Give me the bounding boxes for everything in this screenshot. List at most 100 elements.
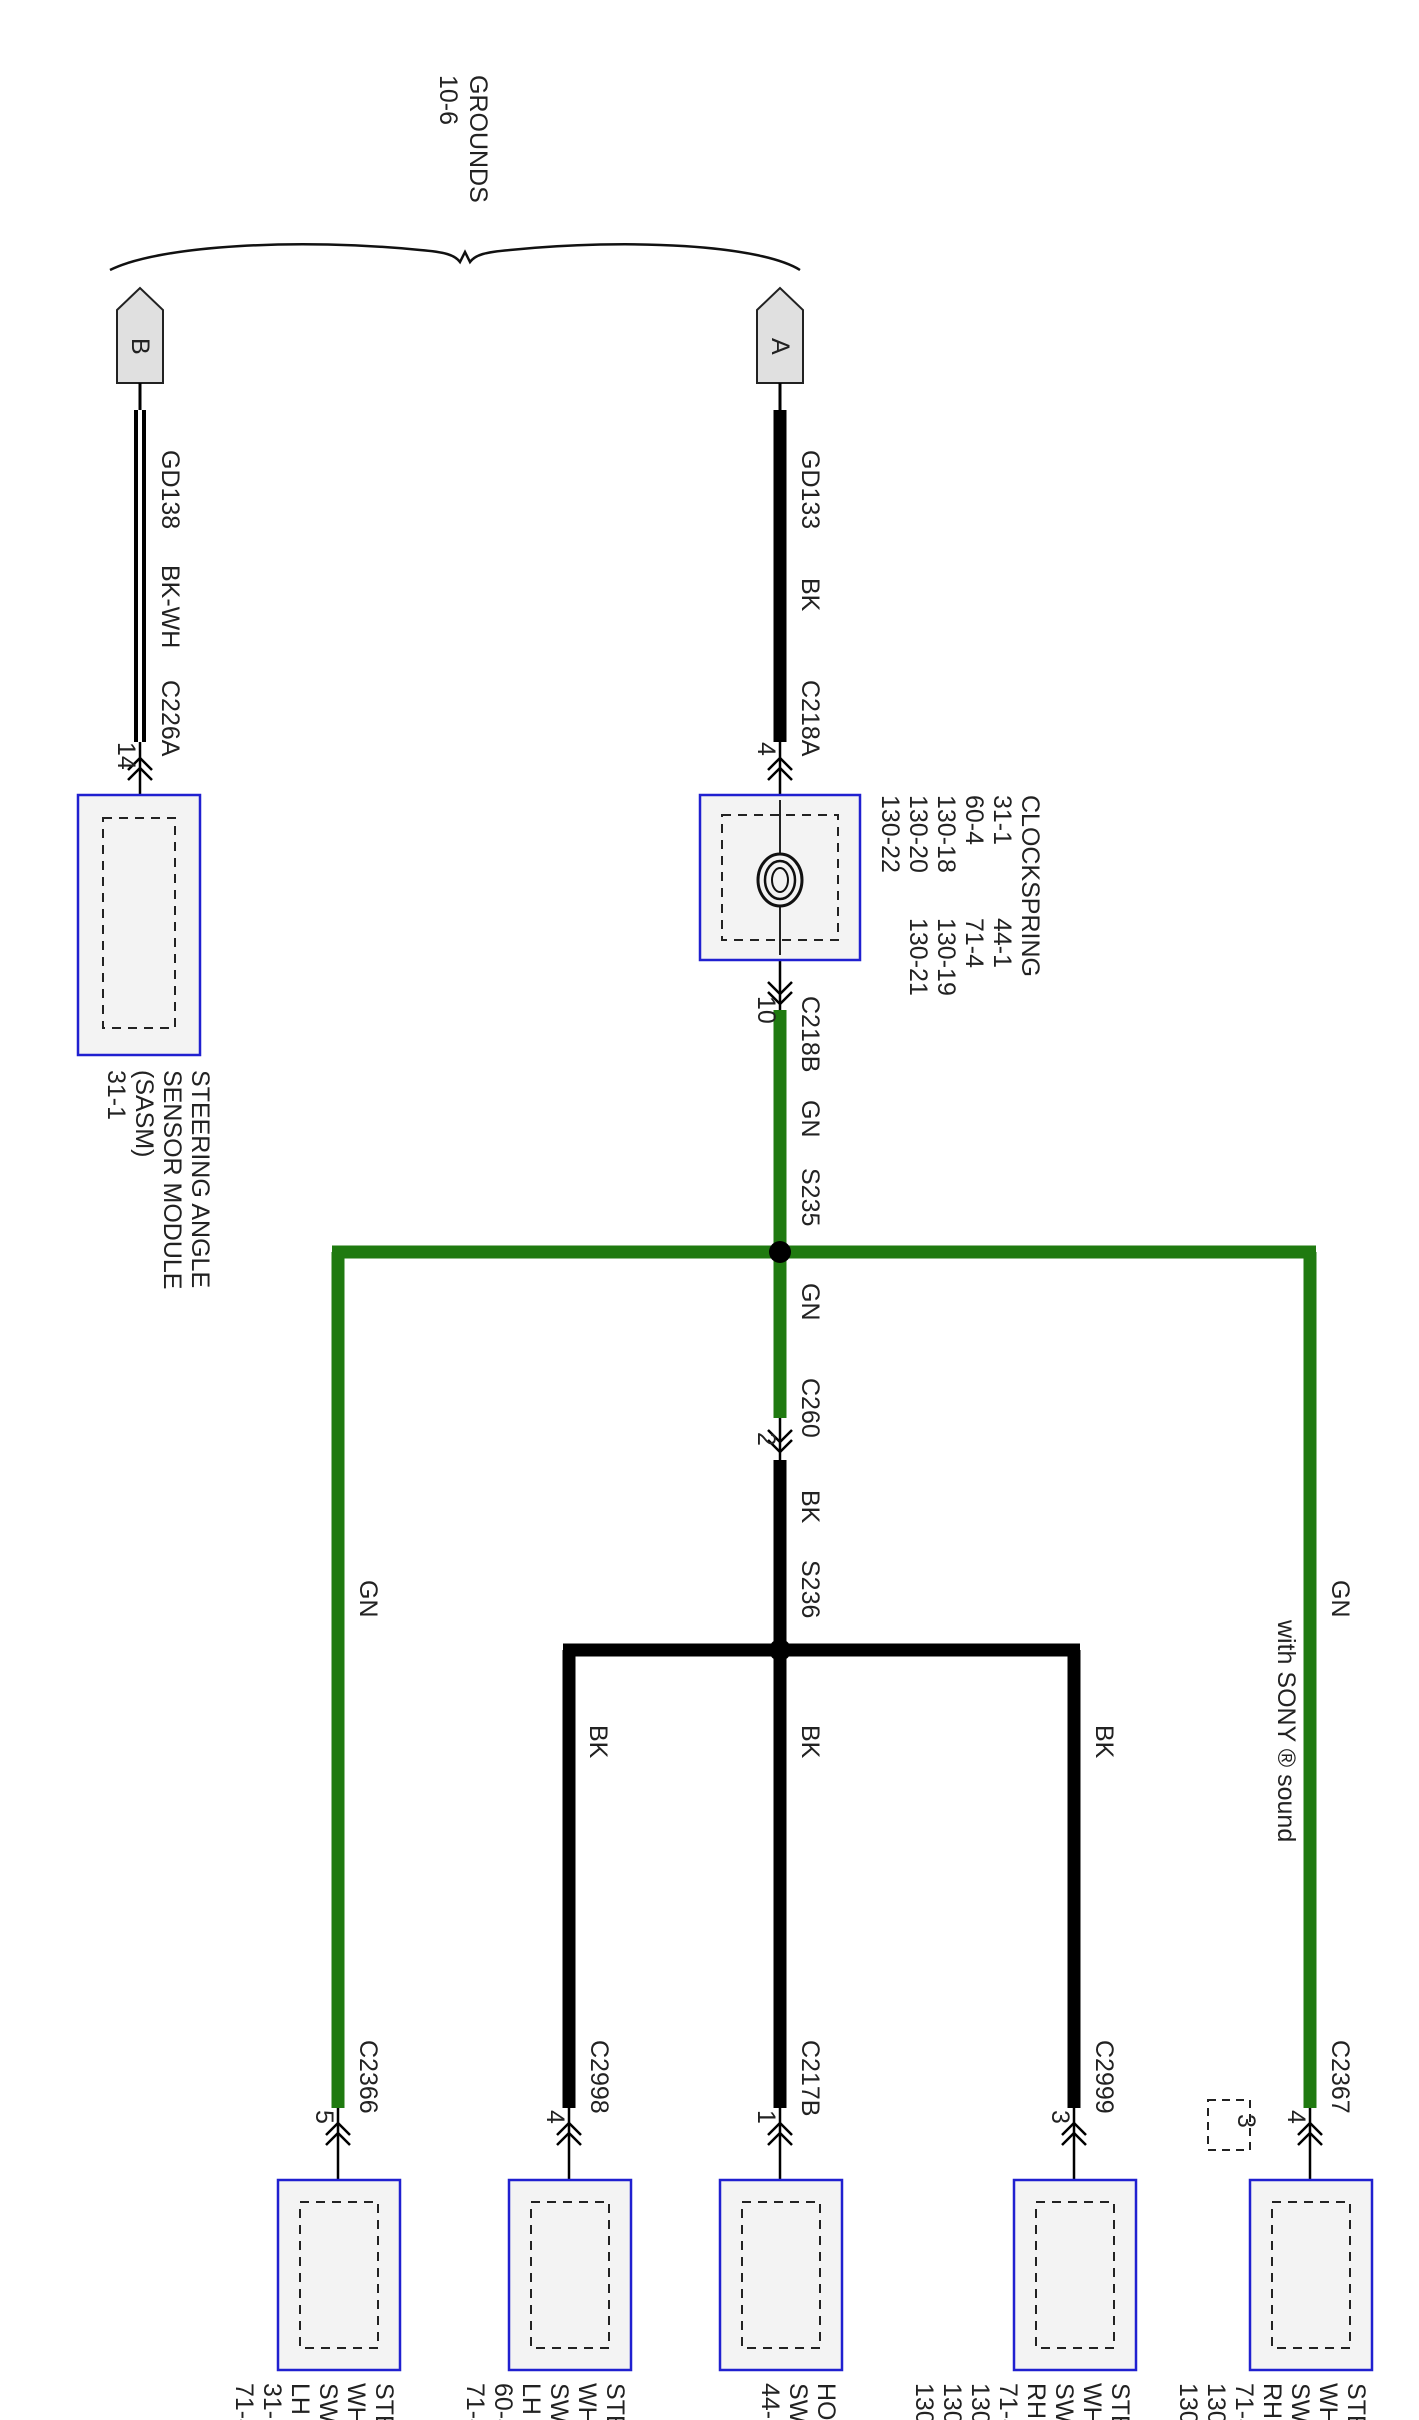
svg-text:RH UPPER: RH UPPER <box>1022 2383 1050 2420</box>
svg-text:44-1: 44-1 <box>756 2383 784 2420</box>
svg-text:71-4: 71-4 <box>230 2383 258 2420</box>
c2999-color-label: BK <box>1090 1725 1118 1759</box>
lh-upper-label: STEERING WHEEL SWITCH, LH UPPER 60-4 71-… <box>461 2383 629 2420</box>
clockspring-name: CLOCKSPRING <box>1016 795 1044 977</box>
connector-chevrons <box>127 742 1323 2190</box>
c218a-name: C218A <box>796 680 824 757</box>
svg-text:WHEEL: WHEEL <box>1314 2383 1342 2420</box>
svg-text:SWITCH,: SWITCH, <box>1050 2383 1078 2420</box>
svg-text:STEERING: STEERING <box>1106 2383 1134 2420</box>
svg-text:130-18: 130-18 <box>932 795 960 873</box>
svg-text:130-20: 130-20 <box>904 795 932 873</box>
c217b-name: C217B <box>796 2040 824 2116</box>
ground-tab-a-label: A <box>766 338 794 355</box>
svg-text:LH LOWER: LH LOWER <box>286 2383 314 2420</box>
c217b-color-label: BK <box>796 1725 824 1759</box>
svg-text:31-1: 31-1 <box>102 1070 130 1120</box>
ground-tab-b <box>116 286 164 384</box>
svg-text:SWITCH,: SWITCH, <box>314 2383 342 2420</box>
clockspring-inner <box>721 814 839 941</box>
svg-text:SWITCH,: SWITCH, <box>1286 2383 1314 2420</box>
c2998-color-label: BK <box>584 1725 612 1759</box>
components <box>76 793 1374 2372</box>
svg-text:71-4: 71-4 <box>1230 2383 1258 2420</box>
ground-tab-b-label: B <box>126 338 154 355</box>
sasm-inner <box>102 817 176 1029</box>
svg-text:31-1: 31-1 <box>988 795 1016 845</box>
s235-down-color-label: GN <box>796 1283 824 1321</box>
c2998-name: C2998 <box>585 2040 613 2114</box>
svg-text:WHEEL: WHEEL <box>342 2383 370 2420</box>
grounds-brace <box>109 243 801 272</box>
s235-label: S235 <box>796 1168 824 1226</box>
sasm-box <box>76 793 202 1057</box>
c218b-color-label: GN <box>796 1100 824 1138</box>
grounds-title: GROUNDS <box>464 75 492 203</box>
c226a-name: C226A <box>156 680 184 757</box>
svg-text:44-1: 44-1 <box>988 918 1016 968</box>
svg-text:60-4: 60-4 <box>960 795 988 845</box>
svg-text:130-18: 130-18 <box>966 2383 994 2420</box>
c2367-alt-pin: 3 <box>1232 2114 1260 2128</box>
c260-name: C260 <box>796 1378 824 1438</box>
grounds-group: GROUNDS 10-6 B A <box>109 75 804 384</box>
svg-text:31-1: 31-1 <box>258 2383 286 2420</box>
gd133-color-label: BK <box>796 578 824 612</box>
gd138-circuit-label: GD138 <box>156 450 184 529</box>
option-note: with SONY ® sound <box>1272 1619 1300 1842</box>
svg-text:(SASM): (SASM) <box>130 1070 158 1158</box>
svg-text:HORN: HORN <box>812 2383 840 2420</box>
svg-text:60-4: 60-4 <box>489 2383 517 2420</box>
gd133-circuit-label: GD133 <box>796 450 824 529</box>
c260-down-color-label: BK <box>796 1490 824 1524</box>
c2367-name: C2367 <box>1326 2040 1354 2114</box>
c2366-name: C2366 <box>354 2040 382 2114</box>
c217b-pin: 1 <box>752 2110 780 2124</box>
c2366-pin: 5 <box>310 2110 338 2124</box>
svg-text:130-21: 130-21 <box>904 918 932 996</box>
s236-label: S236 <box>796 1560 824 1618</box>
svg-text:SWITCH,: SWITCH, <box>545 2383 573 2420</box>
sasm-label: STEERING ANGLE SENSOR MODULE (SASM) 31-1 <box>102 1070 214 1289</box>
svg-text:LH UPPER: LH UPPER <box>517 2383 545 2420</box>
c2999-name: C2999 <box>1090 2040 1118 2114</box>
c2998-pin: 4 <box>541 2110 569 2124</box>
c2999-pin: 3 <box>1046 2110 1074 2124</box>
svg-text:SENSOR MODULE: SENSOR MODULE <box>158 1070 186 1289</box>
splice-s236 <box>769 1639 791 1661</box>
svg-text:RH LOWER: RH LOWER <box>1258 2383 1286 2420</box>
svg-text:STEERING: STEERING <box>1342 2383 1370 2420</box>
svg-text:SWITCH: SWITCH <box>784 2383 812 2420</box>
lh-upper-box <box>507 2178 633 2372</box>
horn-box <box>718 2178 844 2372</box>
rh-upper-label: STEERING WHEEL SWITCH, RH UPPER 71-4 130… <box>910 2383 1134 2420</box>
c2367-pin: 4 <box>1282 2110 1310 2124</box>
rh-upper-box <box>1012 2178 1138 2372</box>
svg-text:WHEEL: WHEEL <box>1078 2383 1106 2420</box>
right-branch-color-label: GN <box>1326 1580 1354 1618</box>
rh-lower-label: STEERING WHEEL SWITCH, RH LOWER 71-4 130… <box>1174 2383 1370 2420</box>
c218b-pin: 10 <box>752 996 780 1024</box>
c218a-pin: 4 <box>752 742 780 756</box>
rh-lower-box <box>1248 2178 1374 2372</box>
c2367-alt-pin-box <box>1207 2099 1251 2151</box>
svg-text:WHEEL: WHEEL <box>573 2383 601 2420</box>
wires <box>134 383 1317 2108</box>
c218b-name: C218B <box>796 996 824 1072</box>
wire-labels: GD138 BK-WH C226A 14 GD133 BK C218A 4 C2… <box>112 450 1354 2128</box>
svg-text:130-19: 130-19 <box>938 2383 966 2420</box>
gd138-color-label: BK-WH <box>156 565 184 648</box>
svg-text:71-4: 71-4 <box>960 918 988 968</box>
svg-text:130-20: 130-20 <box>910 2383 938 2420</box>
grounds-ref: 10-6 <box>434 75 462 125</box>
splice-s235 <box>769 1241 791 1263</box>
svg-text:130-21: 130-21 <box>1202 2383 1230 2420</box>
c226a-pin: 14 <box>112 742 140 770</box>
c260-pin: 2 <box>752 1432 780 1446</box>
svg-text:STEERING: STEERING <box>601 2383 629 2420</box>
lh-lower-box <box>276 2178 402 2372</box>
ground-tab-a <box>756 286 804 384</box>
lh-lower-label: STEERING WHEEL SWITCH, LH LOWER 31-1 71-… <box>230 2383 398 2420</box>
component-labels: STEERING ANGLE SENSOR MODULE (SASM) 31-1… <box>102 795 1370 2420</box>
clockspring-label: CLOCKSPRING 31-1 60-4 130-18 130-20 130-… <box>876 795 1044 996</box>
